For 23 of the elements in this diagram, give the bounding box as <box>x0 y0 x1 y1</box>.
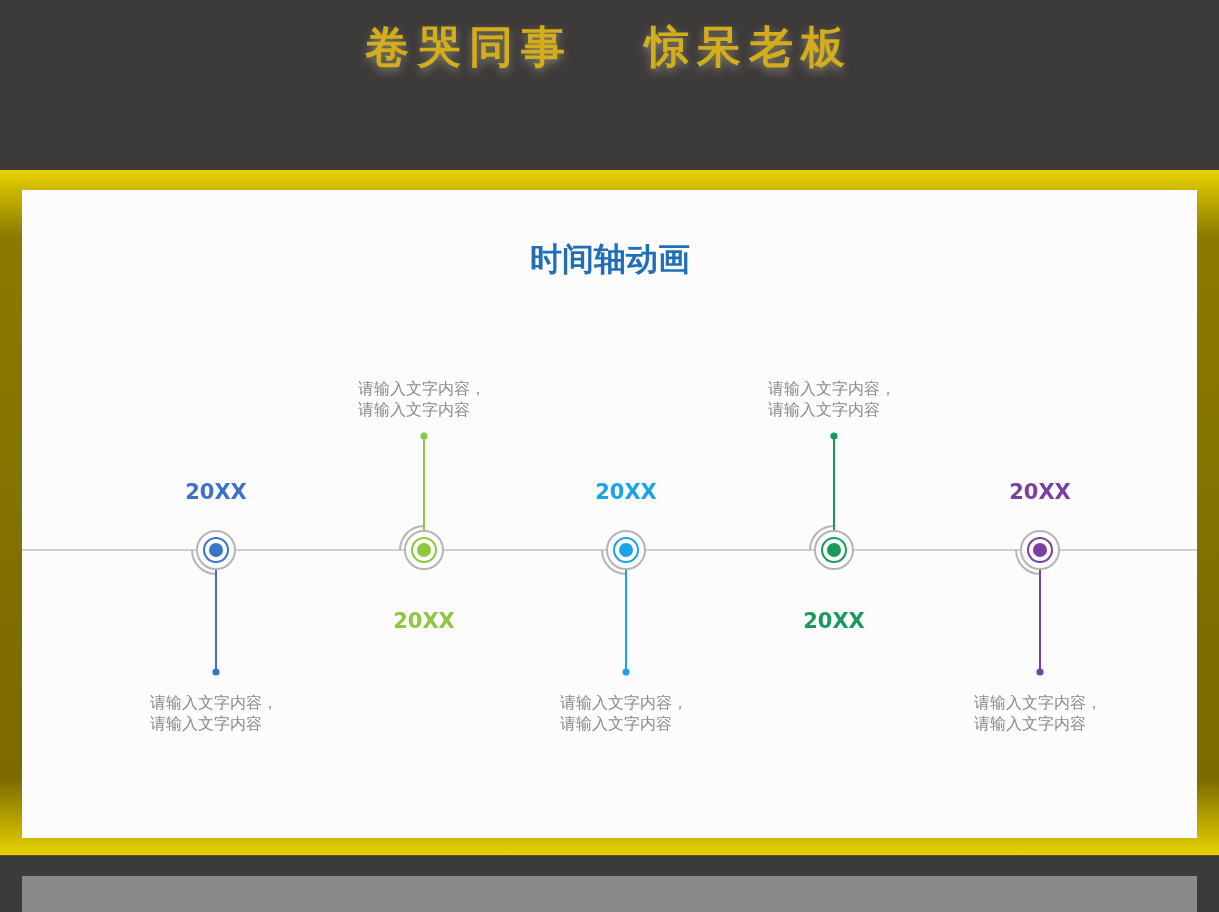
leader-line <box>830 432 838 531</box>
milestone-marker <box>191 530 236 575</box>
description-text: 请输入文字内容，请输入文字内容 <box>150 672 284 734</box>
description-text: 请输入文字内容，请输入文字内容 <box>560 672 694 734</box>
description-text: 请输入文字内容，请输入文字内容 <box>358 378 492 436</box>
year-label: 20XX <box>594 480 658 504</box>
year-label: 20XX <box>802 609 866 633</box>
year-label: 20XX <box>1008 480 1072 504</box>
leader-line <box>420 432 428 531</box>
leader-line <box>212 569 220 676</box>
description-text: 请输入文字内容，请输入文字内容 <box>768 378 902 436</box>
milestone-marker <box>399 525 444 570</box>
milestone-marker <box>1015 530 1060 575</box>
leader-line <box>622 569 630 676</box>
banner-heading: 惊呆老板 <box>645 20 853 74</box>
description-text: 请输入文字内容，请输入文字内容 <box>974 672 1108 734</box>
slide-title: 时间轴动画 <box>528 239 691 280</box>
year-label: 20XX <box>184 480 248 504</box>
milestone-marker <box>601 530 646 575</box>
leader-line <box>1036 569 1044 676</box>
year-label: 20XX <box>392 609 456 633</box>
banner-heading: 卷哭同事 <box>365 20 573 74</box>
milestone-marker <box>809 525 854 570</box>
